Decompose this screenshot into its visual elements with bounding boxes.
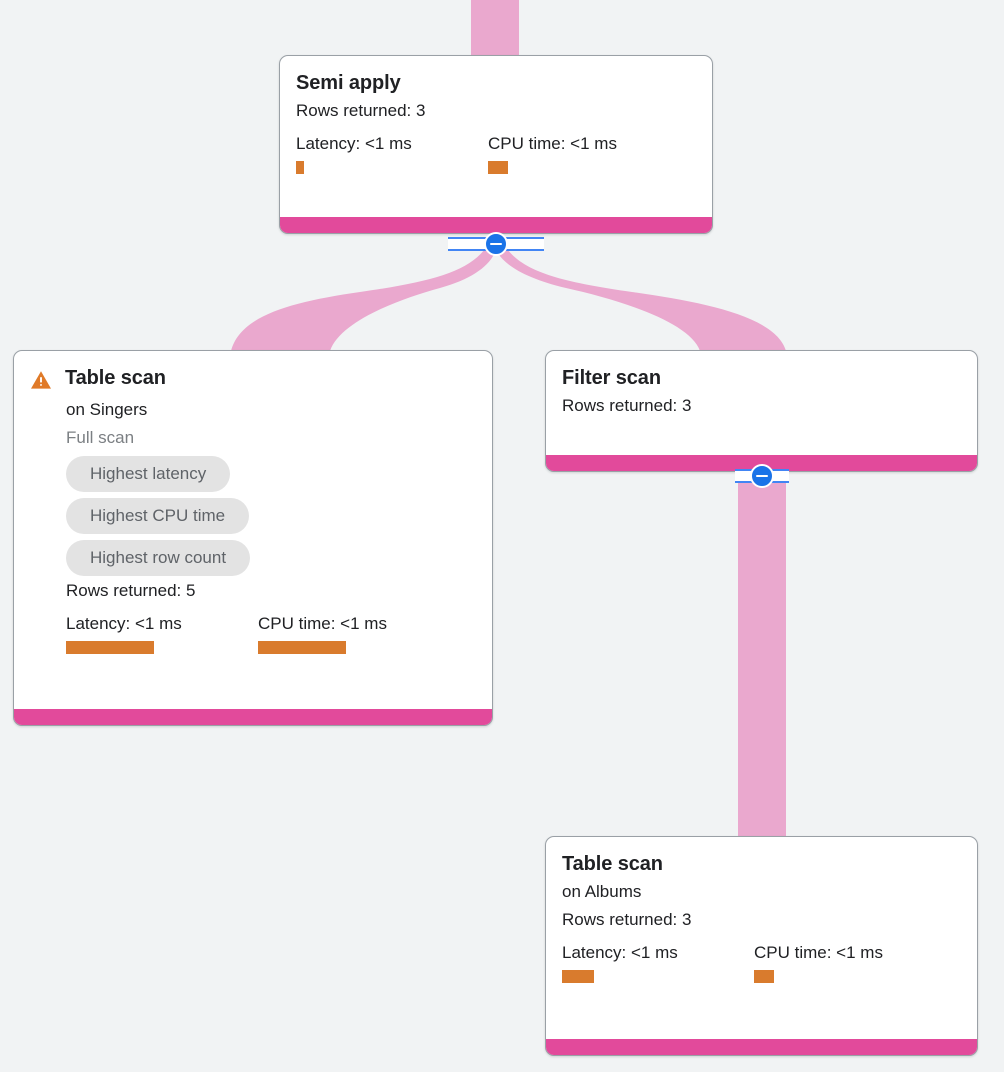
node-semi-apply-header: Semi apply	[296, 70, 696, 96]
metric-latency-bar	[66, 641, 154, 654]
edge-filter-scan-to-table-scan-albums	[738, 476, 786, 842]
node-scan-type: Full scan	[66, 428, 135, 447]
chip-list: Highest latency Highest CPU time Highest…	[30, 456, 476, 576]
node-accent-bar	[546, 455, 977, 471]
toggle-filter-scan[interactable]	[750, 464, 774, 488]
metric-cpu-bar	[754, 970, 774, 983]
metric-latency-bar	[296, 161, 304, 174]
node-accent-bar	[546, 1039, 977, 1055]
node-title: Filter scan	[562, 367, 661, 389]
metric-cpu: CPU time: <1 ms	[754, 942, 883, 983]
edge-root-to-semi-apply	[471, 0, 519, 58]
node-table-scan-albums-body: Table scan on Albums Rows returned: 3 La…	[546, 837, 977, 1039]
metric-latency: Latency: <1 ms	[66, 613, 258, 654]
edge-semi-apply-to-filter-scan	[496, 246, 786, 351]
node-title: Semi apply	[296, 72, 401, 94]
chip-highest-row-count: Highest row count	[66, 540, 251, 576]
node-table-scan-singers-body: Table scan on Singers Full scan Highest …	[14, 351, 492, 709]
node-subtitle: on Albums	[562, 882, 642, 901]
node-accent-bar	[14, 709, 492, 725]
metric-cpu-label: CPU time: <1 ms	[258, 614, 387, 633]
metric-cpu: CPU time: <1 ms	[258, 613, 387, 654]
node-filter-scan-header: Filter scan	[562, 365, 961, 391]
metric-cpu-bar	[258, 641, 346, 654]
node-filter-scan-body: Filter scan Rows returned: 3	[546, 351, 977, 455]
rows-returned: Rows returned: 5	[66, 581, 196, 600]
chip-highest-latency: Highest latency	[66, 456, 231, 492]
metric-latency-bar	[562, 970, 594, 983]
rows-returned: Rows returned: 3	[296, 101, 426, 120]
node-table-scan-albums[interactable]: Table scan on Albums Rows returned: 3 La…	[545, 836, 978, 1056]
chip-highest-cpu-time: Highest CPU time	[66, 498, 250, 534]
node-table-scan-singers-header: Table scan	[30, 365, 476, 395]
metrics-row: Latency: <1 ms CPU time: <1 ms	[562, 942, 961, 983]
metrics-row: Latency: <1 ms CPU time: <1 ms	[296, 133, 696, 174]
metric-cpu-label: CPU time: <1 ms	[754, 943, 883, 962]
metric-cpu-label: CPU time: <1 ms	[488, 134, 617, 153]
toggle-semi-apply[interactable]	[484, 232, 508, 256]
node-table-scan-albums-header: Table scan	[562, 851, 961, 877]
metric-latency-label: Latency: <1 ms	[296, 134, 412, 153]
metric-latency: Latency: <1 ms	[296, 133, 488, 174]
metrics-row: Latency: <1 ms CPU time: <1 ms	[30, 613, 476, 654]
metric-latency-label: Latency: <1 ms	[562, 943, 678, 962]
node-semi-apply[interactable]: Semi apply Rows returned: 3 Latency: <1 …	[279, 55, 713, 234]
metric-latency: Latency: <1 ms	[562, 942, 754, 983]
node-title: Table scan	[562, 853, 663, 875]
node-filter-scan[interactable]: Filter scan Rows returned: 3	[545, 350, 978, 472]
node-accent-bar	[280, 217, 712, 233]
rows-returned: Rows returned: 3	[562, 396, 692, 415]
node-table-scan-singers[interactable]: Table scan on Singers Full scan Highest …	[13, 350, 493, 726]
metric-cpu-bar	[488, 161, 508, 174]
metric-cpu: CPU time: <1 ms	[488, 133, 617, 174]
node-semi-apply-body: Semi apply Rows returned: 3 Latency: <1 …	[280, 56, 712, 217]
node-subtitle: on Singers	[66, 400, 148, 419]
warning-triangle-icon	[30, 370, 52, 395]
node-title: Table scan	[65, 367, 166, 389]
edge-semi-apply-to-table-scan-singers	[231, 246, 496, 351]
metric-latency-label: Latency: <1 ms	[66, 614, 182, 633]
rows-returned: Rows returned: 3	[562, 910, 692, 929]
